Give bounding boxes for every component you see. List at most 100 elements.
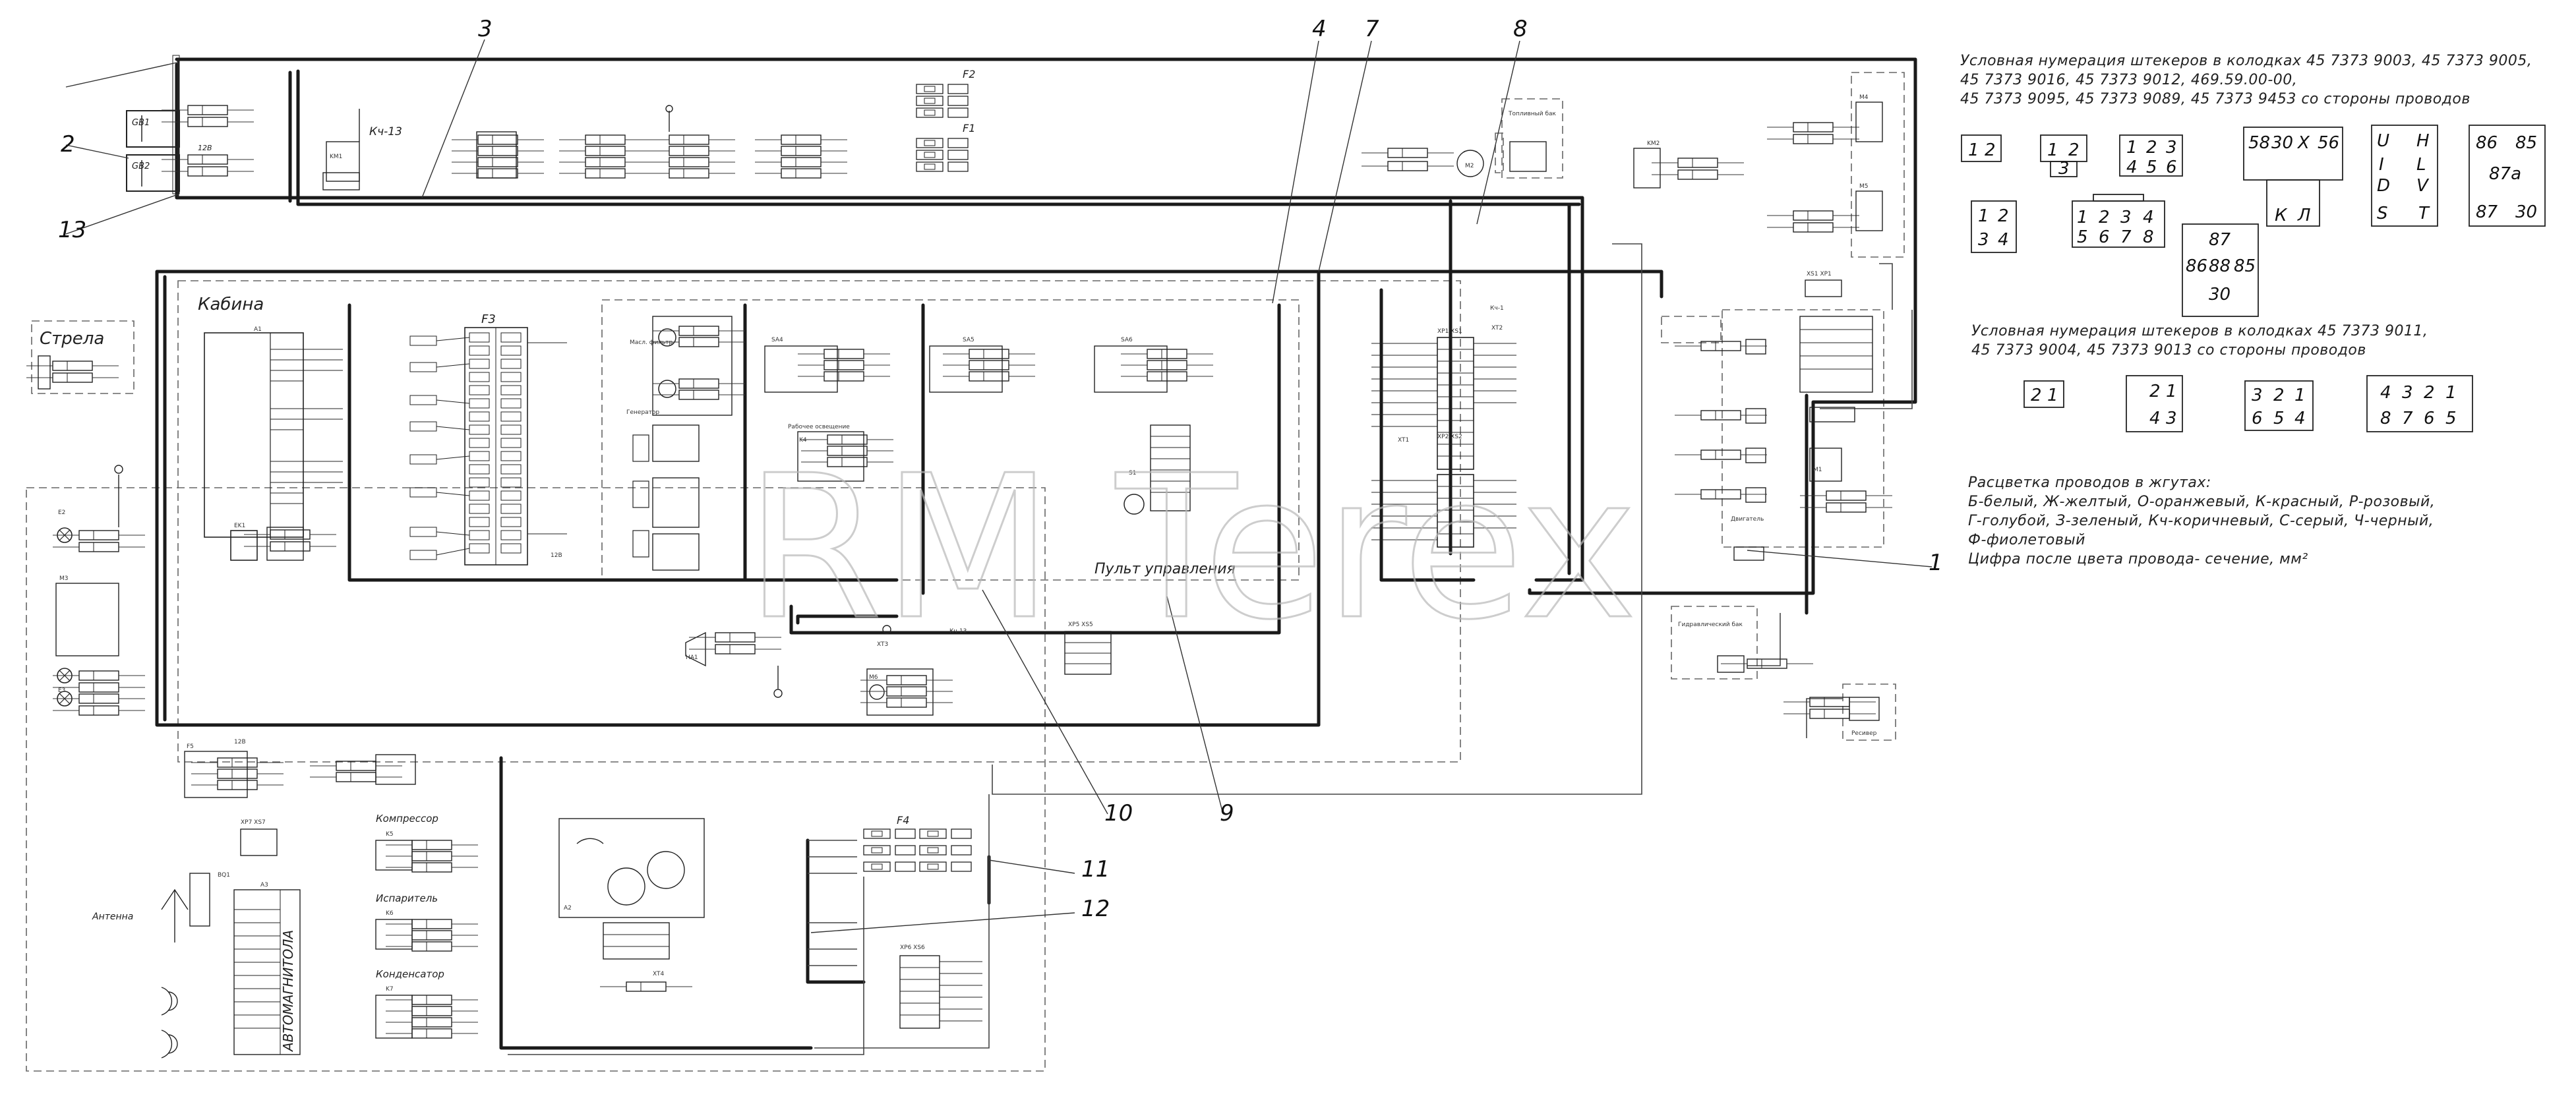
c9-pin: 85 bbox=[2234, 256, 2256, 276]
m1-label: M1 bbox=[1813, 467, 1822, 473]
c7-pin: 1 bbox=[1978, 206, 1989, 226]
callout-8: 10 bbox=[1104, 800, 1133, 826]
d2-pin: 4 bbox=[2149, 409, 2161, 428]
d4-pin: 2 bbox=[2424, 383, 2435, 403]
c8-pin: 7 bbox=[2120, 227, 2132, 247]
c5-pin: T bbox=[2418, 204, 2430, 223]
c6-pin: 87a bbox=[2489, 164, 2521, 184]
d3-pin: 2 bbox=[2273, 386, 2285, 405]
c3-pin: 2 bbox=[2146, 138, 2157, 158]
m2-label: M2 bbox=[1465, 163, 1474, 169]
c4-pin: К bbox=[2275, 206, 2288, 225]
connectors-numbering-note: Условная нумерация штекеров в колодках 4… bbox=[1960, 51, 2532, 109]
fuel-tank-label: Топливный бак bbox=[1508, 111, 1557, 117]
d4-pin: 8 bbox=[2380, 409, 2391, 428]
sa6-label: SA6 bbox=[1121, 337, 1133, 343]
connector-pin-labels: 1 2 1 2 3 1 2 3 4 5 6 58 30 X 56 К Л U H… bbox=[1968, 131, 2537, 428]
c8-pin: 3 bbox=[2120, 208, 2132, 227]
compressor-label: Компрессор bbox=[376, 813, 438, 825]
c3-pin: 1 bbox=[2126, 138, 2138, 158]
km2-label: KM2 bbox=[1647, 140, 1660, 147]
c8-pin: 2 bbox=[2099, 208, 2110, 227]
callout-6: 8 bbox=[1513, 16, 1528, 42]
condenser-label: Конденсатор bbox=[376, 968, 444, 980]
c5-pin: V bbox=[2416, 176, 2430, 196]
radio-block: F5 12В XP7 XS7 Антенна BQ1 A3 АВТОМАГНИТ… bbox=[92, 739, 416, 1058]
d2-pin: 2 bbox=[2149, 382, 2161, 401]
gb2-label: GB2 bbox=[132, 161, 150, 171]
bq1-label: BQ1 bbox=[218, 872, 230, 879]
ha1-label: HA1 bbox=[686, 654, 698, 661]
callout-1: 1 bbox=[1929, 550, 1943, 576]
c5-pin: L bbox=[2416, 155, 2426, 175]
c1-pin: 1 bbox=[1968, 140, 1979, 160]
e3-label: E3 bbox=[58, 687, 65, 694]
f5-label: F5 bbox=[187, 743, 194, 750]
callout-4: 4 bbox=[1312, 16, 1327, 42]
d4-pin: 6 bbox=[2424, 409, 2435, 428]
antenna-label: Антенна bbox=[92, 912, 133, 922]
note-line: Цифра после цвета провода- сечение, мм² bbox=[1968, 551, 2308, 567]
note-line: Расцветка проводов в жгутах: bbox=[1968, 475, 2211, 491]
ek1-label: EK1 bbox=[234, 523, 245, 529]
connector-diagrams bbox=[1961, 125, 2546, 432]
xs1xp1-label: XS1 XP1 bbox=[1807, 271, 1832, 277]
wire-colors-note: Расцветка проводов в жгутах: Б-белый, Ж-… bbox=[1968, 473, 2435, 569]
c5-pin: H bbox=[2416, 131, 2430, 151]
xt2-label: XT2 bbox=[1491, 325, 1503, 332]
radio-label: АВТОМАГНИТОЛА bbox=[280, 930, 296, 1053]
f1-label: F1 bbox=[963, 122, 975, 134]
note-line: 45 7373 9004, 45 7373 9013 со стороны пр… bbox=[1971, 342, 2366, 359]
strela-label: Стрела bbox=[40, 329, 104, 349]
watermark: RM Terex bbox=[745, 433, 1637, 663]
note-line: Условная нумерация штекеров в колодках 4… bbox=[1960, 53, 2532, 69]
top-row-components: KM1 Кч-13 F2 F1 M2 Топлив bbox=[322, 68, 1883, 233]
c5-pin: S bbox=[2377, 204, 2388, 223]
c8-pin: 6 bbox=[2099, 227, 2110, 247]
battery-block: GB1 GB2 12В bbox=[126, 55, 255, 198]
d4-pin: 1 bbox=[2445, 383, 2457, 403]
kv13-label: Кч-13 bbox=[369, 125, 402, 138]
c6-pin: 87 bbox=[2476, 202, 2498, 222]
d4-pin: 3 bbox=[2402, 383, 2413, 403]
c5-pin: D bbox=[2377, 176, 2390, 196]
note-line: Б-белый, Ж-желтый, О-оранжевый, К-красны… bbox=[1968, 494, 2436, 510]
note-line: Г-голубой, З-зеленый, Кч-коричневый, С-с… bbox=[1968, 513, 2434, 529]
c5-pin: I bbox=[2379, 155, 2384, 175]
c9-pin: 88 bbox=[2209, 256, 2231, 276]
k5-label: K5 bbox=[386, 831, 394, 838]
k6-label: K6 bbox=[386, 910, 394, 917]
lower-middle: Компрессор K5 Испаритель K6 Конденсатор … bbox=[375, 813, 982, 1039]
callout-11: 13 bbox=[58, 217, 86, 243]
cabin-block: Кабина A1 EK1 E2 M3 E3 bbox=[52, 295, 343, 716]
c5-pin: U bbox=[2377, 131, 2389, 151]
f5-voltage-label: 12В bbox=[234, 739, 246, 745]
c7-pin: 3 bbox=[1978, 230, 1989, 250]
c6-pin: 85 bbox=[2515, 133, 2537, 153]
callout-numbers: 1 2 3 4 7 8 9 10 11 12 13 bbox=[58, 16, 1943, 922]
engine-area: XS1 XP1 M1 Двигатель Гидравлический бак … bbox=[1674, 271, 1893, 737]
d2-pin: 3 bbox=[2166, 409, 2177, 428]
k4-label: K4 bbox=[799, 437, 807, 444]
note-line: Условная нумерация штекеров в колодках 4… bbox=[1971, 323, 2428, 339]
xt1-label: XT1 bbox=[1398, 437, 1409, 444]
c7-pin: 4 bbox=[1998, 230, 2009, 250]
middle-lower: HA1 XT3 Кч-13 M6 XP5 XS5 bbox=[685, 622, 1112, 716]
a3-label: A3 bbox=[260, 882, 268, 888]
c9-pin: 30 bbox=[2209, 285, 2231, 304]
callout-2: 2 bbox=[61, 131, 75, 158]
d3-pin: 6 bbox=[2252, 409, 2263, 428]
callout-9: 11 bbox=[1081, 856, 1110, 883]
c9-pin: 87 bbox=[2209, 230, 2231, 250]
c9-pin: 86 bbox=[2186, 256, 2207, 276]
f2-label: F2 bbox=[963, 68, 975, 80]
masl-filter-label: Масл. фильтр bbox=[630, 339, 673, 346]
generator-label: Генератор bbox=[626, 409, 659, 416]
xp2xs2-label: XP2 XS2 bbox=[1437, 434, 1462, 440]
kabina-label: Кабина bbox=[198, 295, 264, 314]
d1-pin: 1 bbox=[2047, 386, 2058, 405]
km1-label: KM1 bbox=[330, 154, 342, 160]
c8-pin: 1 bbox=[2077, 208, 2088, 227]
m3-label: M3 bbox=[59, 575, 69, 582]
